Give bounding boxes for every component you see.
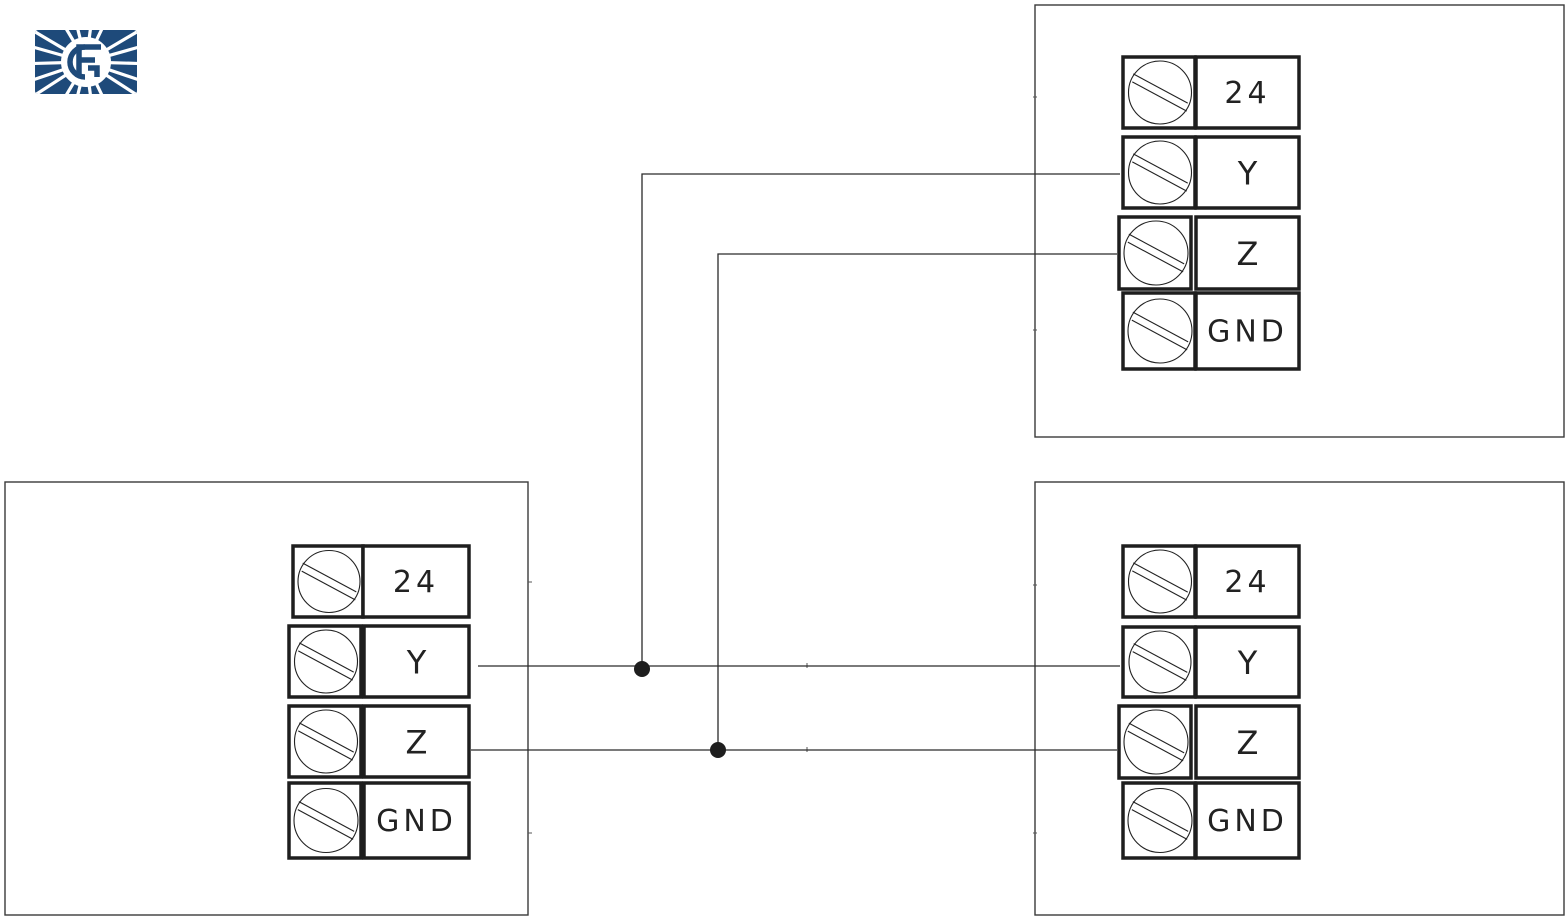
screw-icon[interactable] <box>1127 60 1193 125</box>
panel-tick-marks <box>528 96 1037 834</box>
label-cell <box>362 624 471 699</box>
terminal-label: Z <box>1237 724 1259 762</box>
terminal-label: Z <box>406 724 428 762</box>
terminal-label: Y <box>406 644 427 682</box>
screw-icon[interactable] <box>1123 220 1189 286</box>
label-cell <box>1194 625 1301 699</box>
label-cell <box>1194 135 1301 210</box>
terminal-gnd[interactable]: GND <box>1121 781 1301 860</box>
label-cell <box>1194 291 1301 371</box>
wire-z[interactable] <box>471 253 1117 751</box>
screw-icon[interactable] <box>1127 298 1193 364</box>
logo-monogram <box>67 44 101 80</box>
terminal-z[interactable]: Z <box>287 704 471 779</box>
terminal-label: GND <box>1207 804 1288 839</box>
screw-icon[interactable] <box>1127 787 1193 854</box>
terminal-z[interactable]: Z <box>1117 215 1301 291</box>
wire-z-branch-top[interactable] <box>717 253 1117 750</box>
junction-z <box>710 742 726 758</box>
label-cell <box>362 704 471 779</box>
label-cell <box>362 781 471 860</box>
terminal-24[interactable]: 24 <box>1121 55 1301 130</box>
terminal-label: 24 <box>1224 76 1270 111</box>
terminal-label: GND <box>376 804 457 839</box>
terminal-z[interactable]: Z <box>1117 704 1301 780</box>
label-cell <box>361 544 471 619</box>
company-logo <box>35 30 137 94</box>
screw-icon[interactable] <box>293 709 359 774</box>
terminal-gnd[interactable]: GND <box>1121 291 1301 371</box>
terminal-block-left: 24Y Z GND <box>287 544 471 860</box>
terminal-y[interactable]: Y <box>1121 135 1301 210</box>
label-cell <box>1194 704 1301 780</box>
terminal-label: Y <box>1237 644 1258 682</box>
label-cell <box>1194 544 1301 619</box>
terminal-y[interactable]: Y <box>1121 625 1301 699</box>
device-panel-top-right <box>1034 4 1565 438</box>
label-cell <box>1194 55 1301 130</box>
screw-icon[interactable] <box>1123 709 1189 775</box>
junction-y <box>634 661 650 677</box>
screw-icon[interactable] <box>293 787 359 854</box>
wire-y-branch-top[interactable] <box>641 173 1120 666</box>
screw-icon[interactable] <box>1127 549 1193 614</box>
terminal-label: 24 <box>393 565 439 600</box>
screw-icon[interactable] <box>293 629 359 694</box>
terminal-label: 24 <box>1224 565 1270 600</box>
screw-icon[interactable] <box>1128 630 1192 694</box>
label-cell <box>1194 781 1301 860</box>
device-panel-left <box>4 481 529 916</box>
device-panel-bottom-right <box>1034 481 1565 916</box>
terminal-y[interactable]: Y <box>287 624 471 699</box>
terminal-24[interactable]: 24 <box>1121 544 1301 619</box>
terminal-label: Y <box>1237 155 1258 193</box>
terminal-block-bottom-right: 24Y Z GND <box>1117 544 1301 860</box>
terminal-24[interactable]: 24 <box>291 544 471 619</box>
screw-icon[interactable] <box>297 549 361 614</box>
terminal-gnd[interactable]: GND <box>287 781 471 860</box>
wire-y[interactable] <box>478 173 1120 667</box>
terminal-label: GND <box>1207 315 1288 350</box>
terminal-label: Z <box>1237 235 1259 273</box>
label-cell <box>1194 215 1301 291</box>
screw-icon[interactable] <box>1127 140 1193 205</box>
terminal-block-top-right: 24Y Z GND <box>1117 55 1301 371</box>
